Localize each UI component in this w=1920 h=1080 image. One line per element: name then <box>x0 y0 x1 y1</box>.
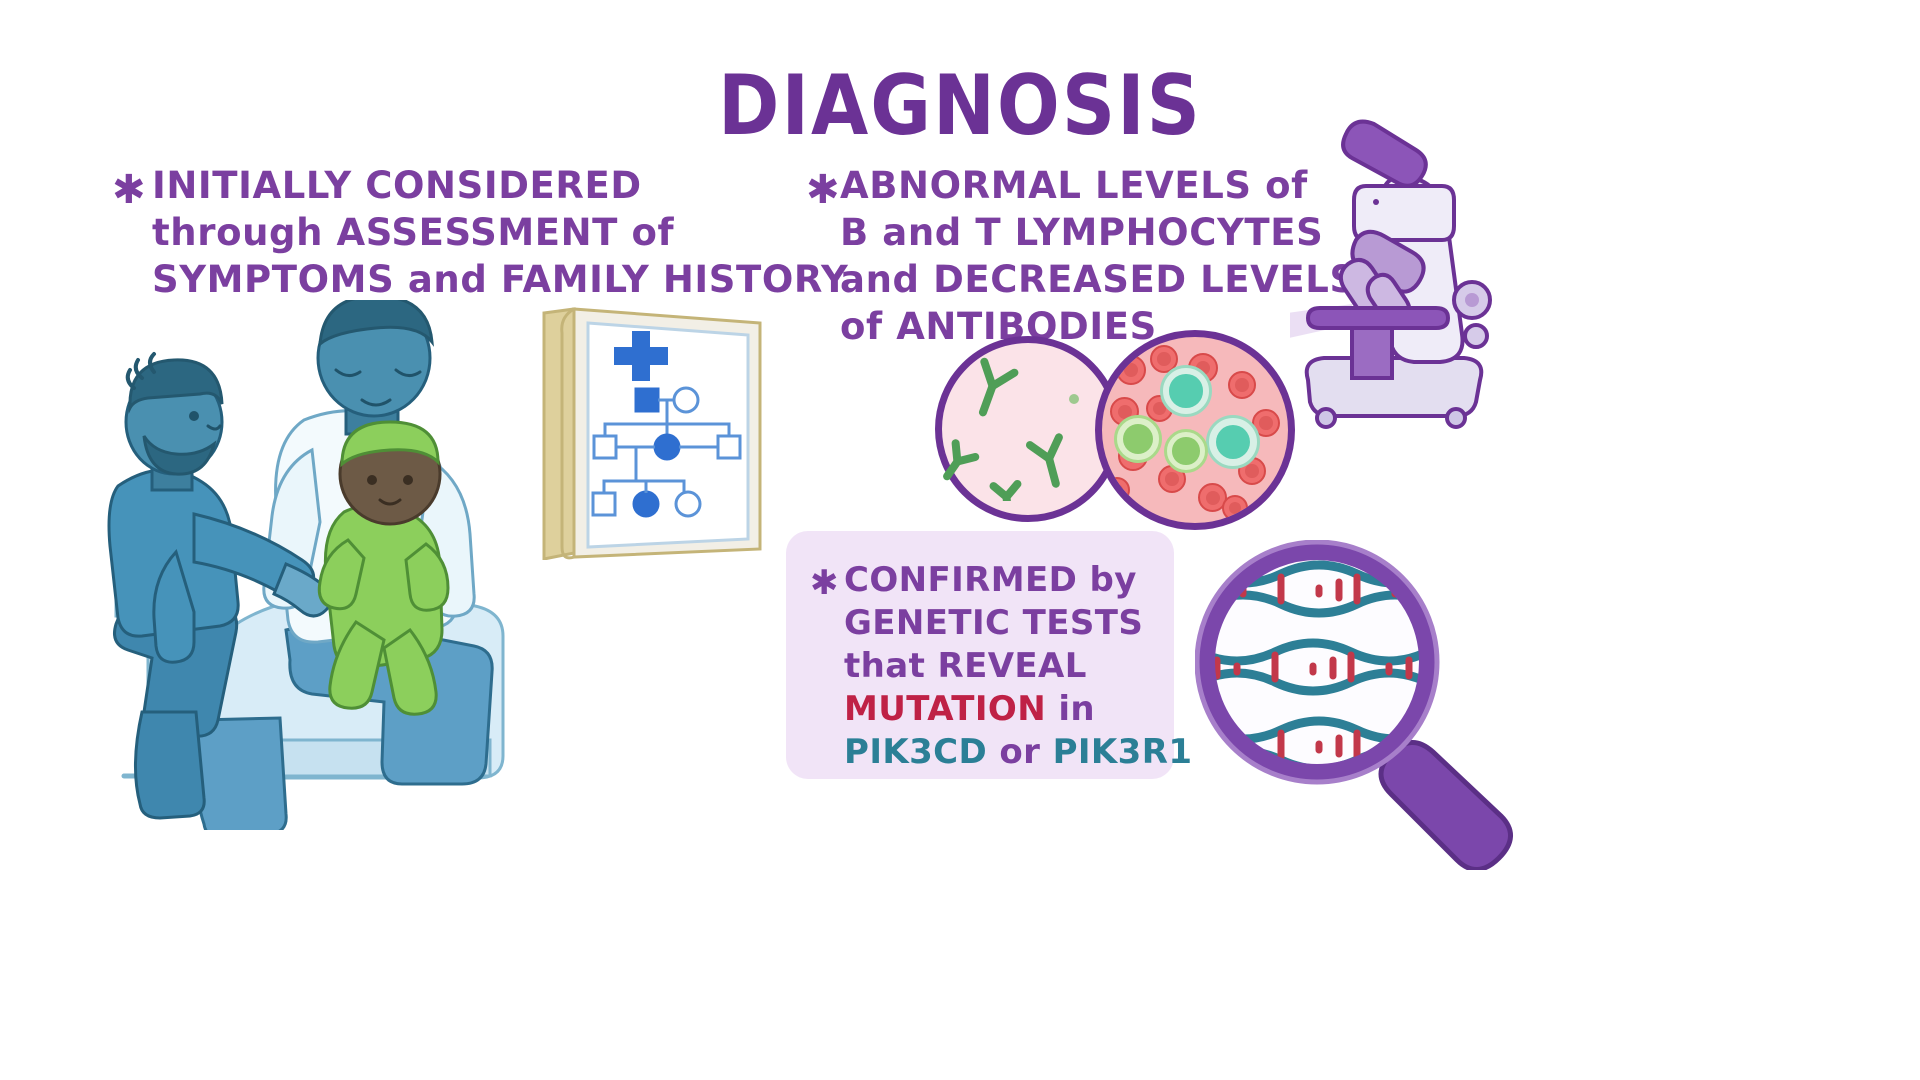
gene-pik3cd: PIK3CD <box>844 732 988 772</box>
lymphocyte <box>1206 415 1260 469</box>
page-title: DIAGNOSIS <box>718 58 1202 155</box>
red-blood-cell <box>1228 371 1256 399</box>
blood-smear-microscope-view <box>1095 330 1295 530</box>
microscope-illustration <box>1080 119 1492 429</box>
antibody-microscope-view <box>935 336 1121 522</box>
bullet-line: through ASSESSMENT of <box>152 211 675 254</box>
consultation-scene <box>90 294 610 840</box>
red-blood-cell <box>1150 345 1178 373</box>
lymphocyte <box>1164 429 1208 473</box>
bullet-abnormal-levels-text: ABNORMAL LEVELS of B and T LYMPHOCYTES a… <box>840 162 1357 350</box>
red-blood-cell <box>1116 355 1146 385</box>
card-line: CONFIRMED by <box>844 560 1137 600</box>
bullet-line: ABNORMAL LEVELS of <box>840 164 1308 207</box>
bullet-initially-considered: ✱ INITIALLY CONSIDERED through ASSESSMEN… <box>112 162 848 303</box>
bullet-initially-considered-text: INITIALLY CONSIDERED through ASSESSMENT … <box>152 162 848 303</box>
asterisk-icon: ✱ <box>810 563 839 603</box>
red-blood-cell <box>1104 477 1130 503</box>
lymphocyte <box>1160 365 1212 417</box>
card-line-mutation: MUTATION in <box>844 688 1192 731</box>
card-line: GENETIC TESTS <box>844 603 1144 643</box>
medical-folder-with-pedigree-chart <box>536 305 776 561</box>
magnifying-glass-over-dna-icon <box>1194 539 1525 872</box>
microscope-icon <box>1080 112 1510 442</box>
asterisk-icon: ✱ <box>112 167 146 213</box>
gene-pik3r1: PIK3R1 <box>1052 732 1193 772</box>
card-line: that REVEAL <box>844 646 1087 686</box>
consultation-illustration <box>107 294 505 840</box>
or-word: or <box>987 732 1053 772</box>
magnifier-dna-illustration <box>1194 539 1513 872</box>
red-blood-cell <box>1222 495 1248 521</box>
folder-chart-illustration <box>542 307 762 561</box>
confirmed-genetic-tests-card: ✱ CONFIRMED by GENETIC TESTS that REVEAL… <box>786 531 1192 779</box>
bullet-line: B and T LYMPHOCYTES <box>840 211 1324 254</box>
medical-cross-icon <box>614 331 668 381</box>
antibodies-illustration <box>943 357 1079 515</box>
lymphocyte <box>1114 415 1162 463</box>
in-word: in <box>1046 689 1095 729</box>
bullet-abnormal-levels: ✱ ABNORMAL LEVELS of B and T LYMPHOCYTES… <box>806 162 1357 350</box>
asterisk-icon: ✱ <box>806 167 840 213</box>
mutation-word: MUTATION <box>844 689 1047 729</box>
bullet-line: SYMPTOMS and FAMILY HISTORY <box>152 258 849 301</box>
confirmed-card-text: CONFIRMED by GENETIC TESTS that REVEAL M… <box>844 559 1192 774</box>
card-line-genes: PIK3CD or PIK3R1 <box>844 731 1192 774</box>
bullet-line: and DECREASED LEVELS <box>840 258 1357 301</box>
bullet-line: INITIALLY CONSIDERED <box>152 164 642 207</box>
